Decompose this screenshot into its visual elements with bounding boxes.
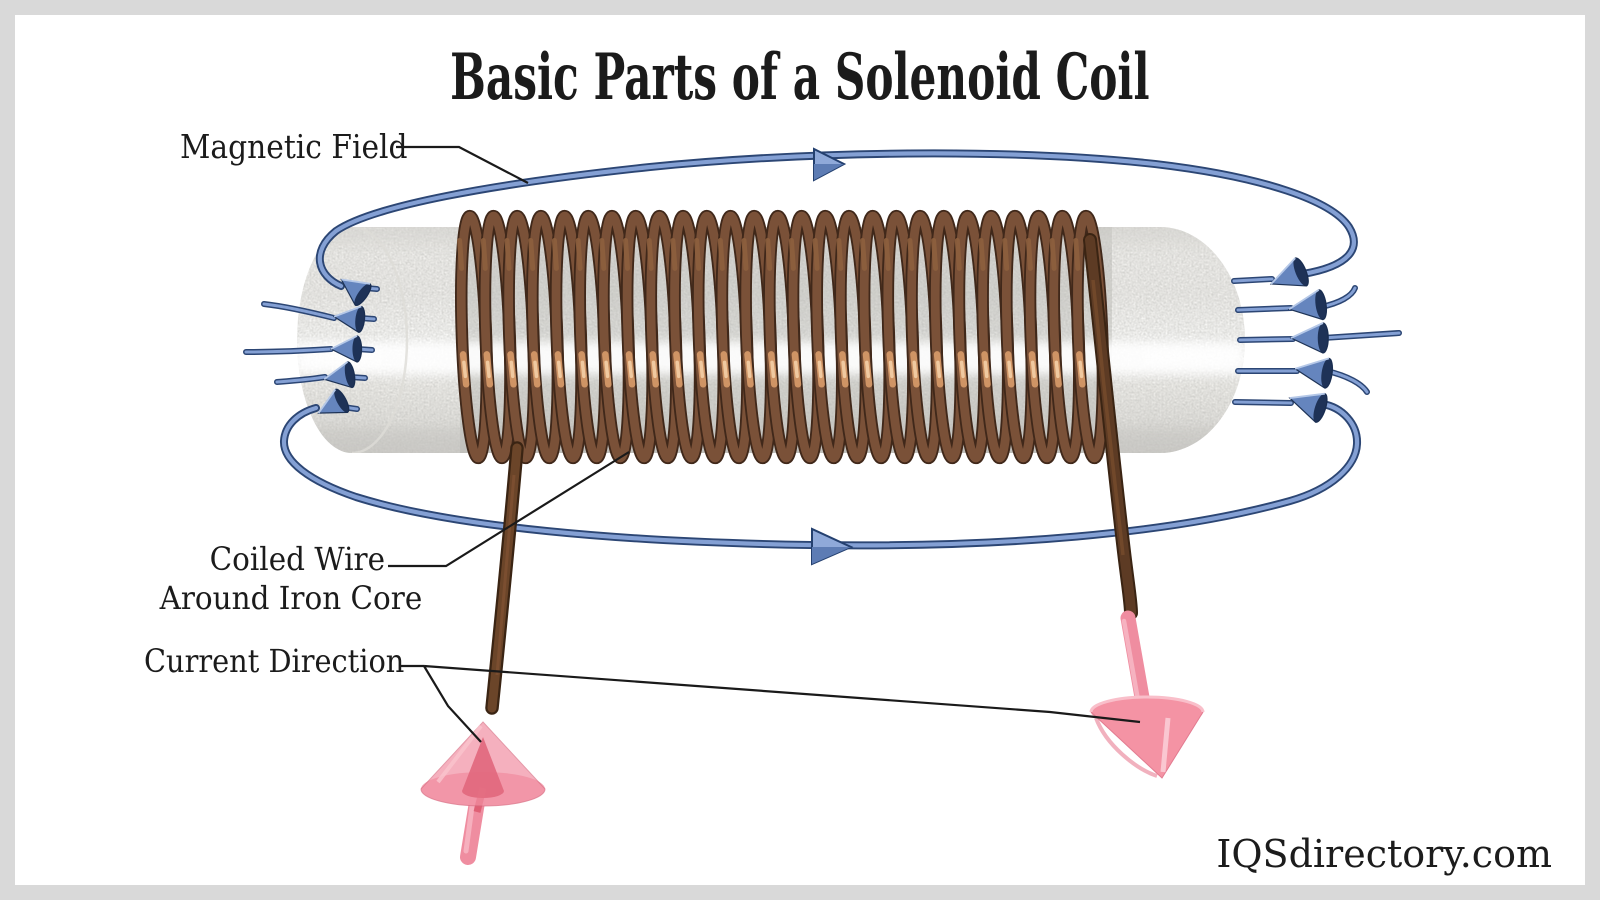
field-arrow-bottom-facet xyxy=(812,547,851,564)
page-title: Basic Parts of a Solenoid Coil xyxy=(450,40,1150,115)
field-line-top-loop xyxy=(317,151,1356,289)
current-arrow-up xyxy=(420,721,546,865)
magnetic-field-lines xyxy=(243,149,1402,550)
field-line-bottom-loop xyxy=(281,401,1360,548)
label-coiled-wire-line1: Coiled Wire xyxy=(209,540,385,578)
current-arrow-down xyxy=(1089,610,1205,779)
callout-current-direction xyxy=(399,664,1141,743)
callout-lines xyxy=(388,145,1141,743)
label-current-direction: Current Direction xyxy=(144,642,405,680)
watermark: IQSdirectory.com xyxy=(1216,832,1552,876)
field-direction-arrows xyxy=(811,147,854,566)
label-coiled-wire-line2: Around Iron Core xyxy=(159,579,423,617)
field-cone-icon xyxy=(1293,357,1334,389)
field-line-right xyxy=(1324,368,1370,395)
field-cone-icon xyxy=(1289,322,1329,354)
callout-coiled-wire xyxy=(388,451,630,568)
field-line-right xyxy=(1321,331,1401,340)
field-arrow-top-facet xyxy=(814,164,844,180)
wire-lead-left xyxy=(485,441,524,715)
field-cone-icon xyxy=(1287,289,1328,321)
field-line-stub xyxy=(1232,277,1274,283)
field-cone-icon xyxy=(340,278,372,307)
field-line-left xyxy=(244,347,333,354)
field-cone-icon xyxy=(322,361,356,389)
callout-magnetic-field xyxy=(396,145,529,184)
field-line-stub xyxy=(1238,337,1295,342)
label-coiled-wire: Coiled Wire Around Iron Core xyxy=(159,540,423,618)
coil-winding xyxy=(455,209,1110,465)
wire-lead-right xyxy=(1083,233,1138,620)
field-line-left xyxy=(275,375,327,384)
field-cone-icon xyxy=(329,335,363,363)
field-line-left xyxy=(262,302,336,320)
field-cone-icon xyxy=(332,305,366,333)
field-line-stub xyxy=(1236,306,1293,312)
field-cone-icon xyxy=(317,388,350,414)
field-cone-icon xyxy=(1269,257,1309,287)
field-cone-icon xyxy=(1288,392,1328,423)
field-cone-arrows xyxy=(317,257,1334,423)
label-magnetic-field: Magnetic Field xyxy=(180,127,408,166)
field-line-stub xyxy=(1233,400,1293,405)
